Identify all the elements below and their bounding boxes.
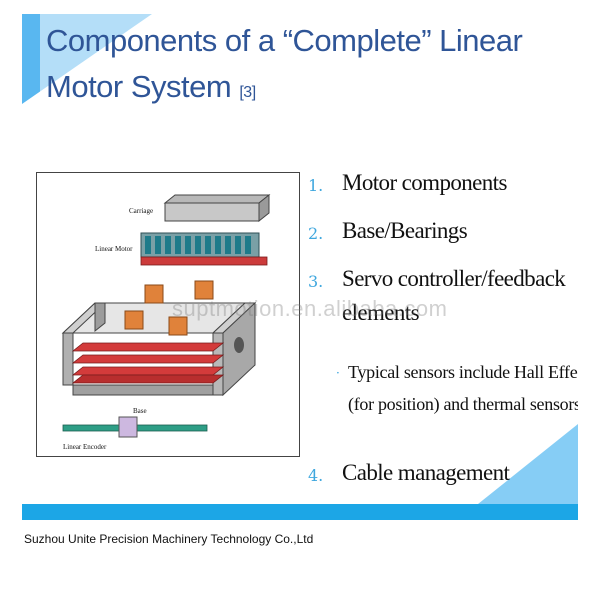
- base-rails: [71, 342, 225, 384]
- slide-title: Components of a “Complete” Linear Motor …: [46, 18, 556, 116]
- base-bottom: [72, 384, 214, 396]
- list-text: Motor components: [342, 170, 507, 195]
- corner-accent-bottom-right: [478, 424, 578, 504]
- list-number: 2.: [308, 224, 324, 243]
- watermark: suptmotion.en.alibaba.com: [172, 296, 448, 321]
- base-label: Base: [133, 407, 147, 415]
- base-left-wall-front: [62, 332, 74, 386]
- list-text: Base/Bearings: [342, 218, 468, 243]
- slide-title-text: Components of a “Complete” Linear Motor …: [46, 23, 523, 104]
- list-number: 1.: [308, 176, 324, 195]
- footer-bar: [22, 504, 578, 520]
- list-number: 4.: [308, 466, 324, 485]
- bearing-blocks: [124, 280, 214, 336]
- slide-title-reference: [3]: [239, 84, 256, 101]
- list-number: 3.: [308, 272, 324, 291]
- list-text: Servo controller/feedback: [342, 266, 566, 291]
- carriage-label: Carriage: [129, 207, 153, 215]
- carriage-front: [164, 202, 260, 222]
- list-text: Cable management: [342, 460, 510, 485]
- company-name: Suzhou Unite Precision Machinery Technol…: [24, 532, 314, 546]
- linear-encoder-label: Linear Encoder: [63, 443, 107, 451]
- linear-motor-label: Linear Motor: [95, 245, 133, 253]
- title-band: [40, 14, 560, 128]
- base-hole: [234, 337, 244, 353]
- base-right-wall-front: [212, 332, 224, 396]
- linear-motor-diagram: Carriage Linear Motor: [36, 172, 300, 457]
- sub-item-text: Typical sensors include Hall Effect (for…: [348, 362, 578, 414]
- encoder-read-head: [118, 416, 138, 438]
- linear-motor-illustration: Carriage Linear Motor: [61, 193, 271, 451]
- motor-coils: [145, 236, 251, 254]
- slide: Components of a “Complete” Linear Motor …: [22, 14, 578, 504]
- sub-bullet-icon: ·: [336, 366, 340, 380]
- carriage-side: [258, 193, 270, 223]
- list-text-continued: elements: [342, 300, 420, 325]
- motor-magnet-track: [140, 256, 268, 266]
- base-left-wall-back: [94, 302, 106, 333]
- carriage-top: [163, 194, 271, 204]
